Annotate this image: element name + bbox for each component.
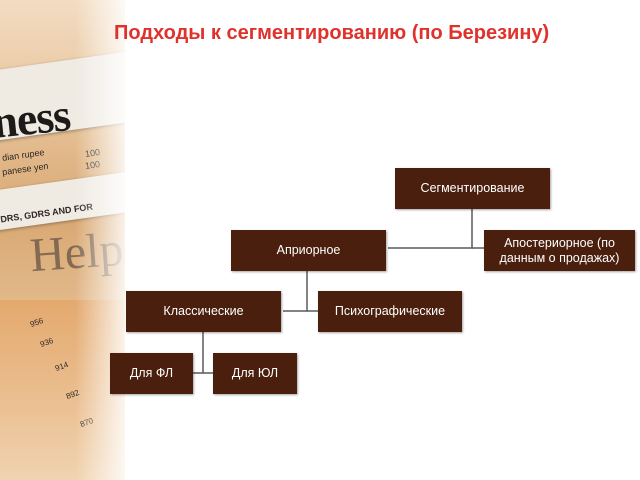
newspaper-background-image: ness dian rupee panese yen 100 100 DRS, … (0, 0, 125, 480)
node-individuals: Для ФЛ (110, 353, 193, 394)
node-aposteriori: Апостериорное (по данным о продажах) (484, 230, 635, 271)
node-segmentation: Сегментирование (395, 168, 550, 209)
node-psychographic: Психографические (318, 291, 462, 332)
connector-root-apriori (388, 209, 473, 249)
node-legal-entities: Для ЮЛ (213, 353, 297, 394)
node-classic: Классические (126, 291, 281, 332)
connector-apriori-classic (283, 271, 308, 312)
node-apriori: Априорное (231, 230, 386, 271)
connector-classic-fl (193, 332, 204, 374)
slide-title: Подходы к сегментированию (по Березину) (114, 22, 550, 44)
